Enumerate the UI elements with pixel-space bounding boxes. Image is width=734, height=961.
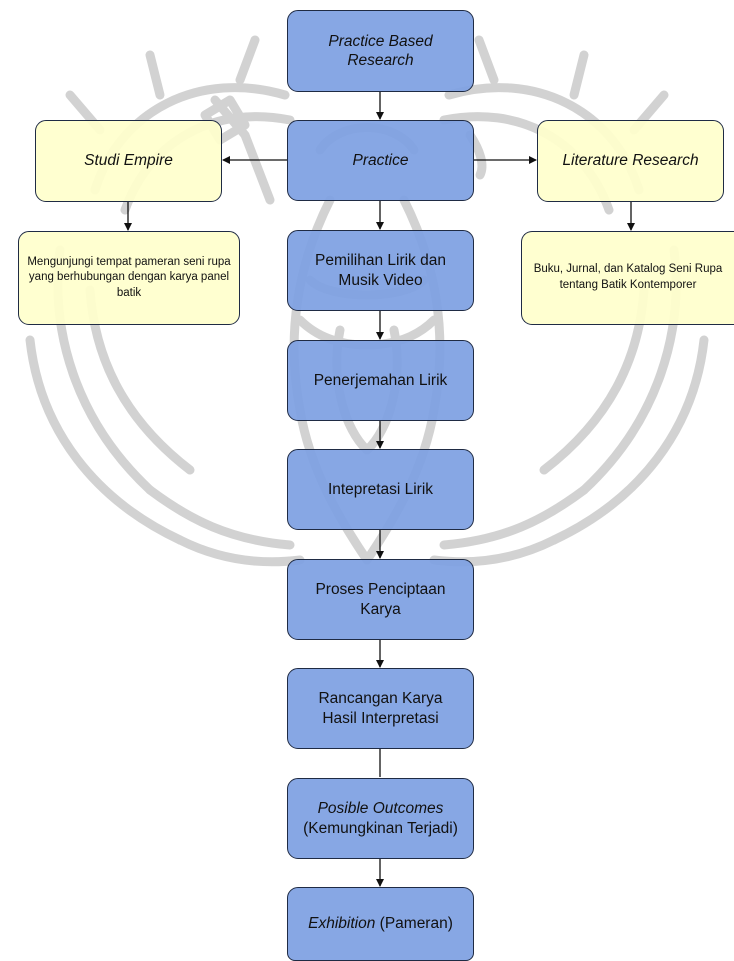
node-intepretasi-lirik: Intepretasi Lirik	[287, 449, 474, 530]
node-proses-penciptaan: Proses Penciptaan Karya	[287, 559, 474, 640]
node-pemilihan-lirik-label: Pemilihan Lirik dan Musik Video	[315, 252, 446, 289]
node-posible-outcomes-italic: Posible Outcomes	[317, 800, 444, 818]
node-intepretasi-lirik-label: Intepretasi Lirik	[327, 480, 434, 498]
node-literature-detail-label: Buku, Jurnal, dan Katalog Seni Rupa tent…	[533, 263, 723, 291]
node-proses-penciptaan-label: Proses Penciptaan Karya	[315, 581, 446, 618]
node-posible-outcomes-rest: (Kemungkinan Terjadi)	[303, 819, 458, 837]
node-practice-based-research-label: Practice Based Research	[328, 32, 433, 69]
node-practice-label: Practice	[352, 151, 409, 169]
node-practice-based-research: Practice Based Research	[287, 10, 474, 92]
node-studi-empire-detail: Mengunjungi tempat pameran seni rupa yan…	[18, 231, 240, 325]
node-literature-research: Literature Research	[537, 120, 724, 202]
node-posible-outcomes-label: Posible Outcomes (Kemungkinan Terjadi)	[303, 799, 458, 838]
node-exhibition: Exhibition (Pameran)	[287, 887, 474, 961]
node-penerjemahan-lirik: Penerjemahan Lirik	[287, 340, 474, 421]
node-exhibition-label: Exhibition (Pameran)	[308, 914, 453, 933]
node-studi-empire-label: Studi Empire	[84, 152, 173, 170]
node-exhibition-rest: (Pameran)	[379, 915, 453, 933]
node-rancangan-karya: Rancangan Karya Hasil Interpretasi	[287, 668, 474, 749]
node-rancangan-karya-label: Rancangan Karya Hasil Interpretasi	[318, 690, 443, 727]
node-practice: Practice	[287, 120, 474, 201]
node-studi-empire: Studi Empire	[35, 120, 222, 202]
node-literature-research-label: Literature Research	[562, 152, 699, 170]
node-pemilihan-lirik: Pemilihan Lirik dan Musik Video	[287, 230, 474, 311]
node-studi-empire-detail-label: Mengunjungi tempat pameran seni rupa yan…	[27, 255, 231, 299]
node-exhibition-italic: Exhibition	[308, 915, 376, 933]
node-literature-detail: Buku, Jurnal, dan Katalog Seni Rupa tent…	[521, 231, 734, 325]
node-posible-outcomes: Posible Outcomes (Kemungkinan Terjadi)	[287, 778, 474, 859]
node-penerjemahan-lirik-label: Penerjemahan Lirik	[313, 371, 448, 389]
